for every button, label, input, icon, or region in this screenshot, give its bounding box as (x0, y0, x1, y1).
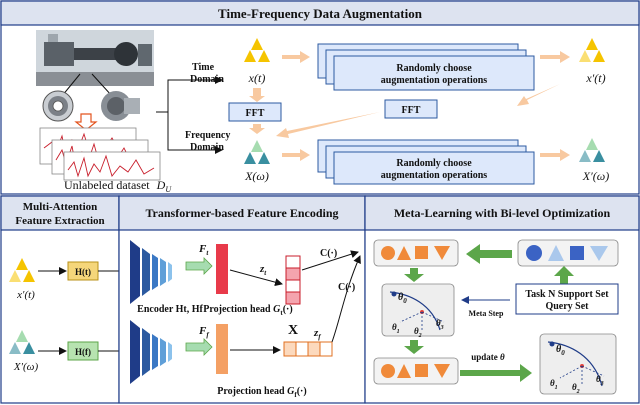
x-omega-label: X(ω) (244, 169, 269, 183)
arrow-to-augment-top (282, 51, 310, 63)
left-panel: Multi-Attention Feature Extraction x′(t)… (0, 195, 129, 404)
svg-text:augmentation operations: augmentation operations (381, 170, 488, 181)
svg-text:θ0: θ0 (398, 292, 407, 305)
top-panel: Time-Frequency Data Augmentation (0, 0, 640, 195)
meta-param-box-top: θ0 θ1 θ2 θ3 (381, 283, 455, 339)
z-f-label: zf (313, 327, 321, 341)
encoder-top-icon (130, 240, 172, 304)
projection-top-label: Projection head Gt(·) (203, 304, 292, 317)
svg-text:Randomly choose: Randomly choose (396, 158, 472, 169)
machine-photo-icon (36, 30, 154, 86)
x-t-label: x(t) (248, 71, 266, 85)
svg-text:Query Set: Query Set (545, 301, 589, 312)
svg-text:H(t): H(t) (75, 267, 91, 277)
left-time-signal-icon (9, 258, 35, 282)
svg-text:Task N Support Set: Task N Support Set (525, 289, 609, 300)
arrow-blue-to-orange (466, 244, 512, 264)
arrow-down-2 (404, 340, 424, 354)
orange-shapes-box (373, 239, 459, 267)
svg-text:θ1: θ1 (392, 322, 400, 335)
f-f-label: Ff (198, 325, 209, 339)
c-lower-label: C(·) (338, 282, 355, 293)
arrow-to-augment-bottom (282, 149, 310, 161)
arrow-to-fft-right (517, 84, 560, 106)
projection-bottom-label: Projection head Gf(·) (217, 386, 306, 399)
right-panel: Meta-Learning with Bi-level Optimization… (364, 195, 640, 404)
svg-text:θ3: θ3 (436, 318, 444, 331)
middle-panel: Transformer-based Feature Encoding Encod… (118, 195, 366, 404)
dataset-label: Unlabeled dataset DU (64, 178, 172, 194)
svg-text:θ3: θ3 (596, 374, 604, 387)
f-t-label: Ft (198, 243, 209, 257)
arrow-fft-to-x-omega (276, 112, 380, 138)
z-f-vector (283, 341, 333, 357)
arrow-down-1 (404, 268, 424, 282)
bearing-icon (42, 90, 74, 122)
left-panel-title-bar (0, 195, 120, 231)
svg-text:H(f): H(f) (75, 347, 91, 357)
arrow-down-to-x-omega (249, 124, 265, 134)
left-x-prime-t-label: x′(t) (16, 289, 35, 301)
svg-text:θ1: θ1 (550, 378, 558, 391)
svg-text:augmentation operations: augmentation operations (381, 75, 488, 86)
z-t-label: zt (259, 263, 267, 277)
x-prime-omega-label: X′(ω) (582, 169, 609, 183)
orange-shapes-box-bottom (373, 357, 459, 385)
arrow-ft (185, 257, 213, 275)
update-theta-label: update θ (471, 352, 505, 362)
fft-box-right (384, 99, 438, 119)
svg-text:θ2: θ2 (414, 326, 422, 339)
arrow-task-to-blue (554, 266, 574, 296)
augment-box-top: Randomly choose augmentation operations (317, 43, 535, 91)
gearbox-icon (101, 91, 140, 121)
arrow-down-fft-left (249, 88, 265, 102)
svg-text:FFT: FFT (246, 108, 265, 119)
left-x-prime-omega-label: X′(ω) (13, 361, 39, 373)
svg-text:FFT: FFT (402, 105, 421, 116)
middle-panel-title: Transformer-based Feature Encoding (145, 206, 338, 220)
x-prime-t-label: x′(t) (585, 71, 605, 85)
domain-bracket (167, 79, 180, 151)
svg-text:θ0: θ0 (556, 344, 565, 357)
meta-step-label: Meta Step (469, 309, 504, 318)
augmented-time-signal-icon (579, 38, 605, 62)
projection-head-bottom (216, 324, 228, 374)
top-panel-title-bar (0, 0, 640, 26)
meta-param-box-bottom: θ0 θ1 θ2 θ3 (539, 333, 617, 395)
blue-shapes-box (517, 239, 619, 267)
encoder-label: Encoder Ht, Hf (137, 304, 203, 315)
left-panel-title-2: Feature Extraction (15, 215, 104, 227)
task-n-box (515, 283, 619, 315)
left-panel-title-1: Multi-Attention (23, 201, 98, 213)
left-frequency-signal-icon (9, 330, 35, 354)
arrow-ff (185, 338, 213, 356)
multiply-symbol: X (288, 323, 298, 338)
right-panel-title-bar (364, 195, 640, 231)
arrow-to-x-prime-omega (540, 149, 570, 161)
top-panel-title: Time-Frequency Data Augmentation (218, 6, 423, 21)
c-upper-label: C(·) (320, 248, 337, 259)
augment-box-bottom: Randomly choose augmentation operations (317, 139, 535, 185)
signal-stack (39, 127, 161, 181)
frequency-signal-icon (244, 140, 270, 164)
projection-head-top (216, 244, 228, 294)
svg-text:θ2: θ2 (572, 382, 580, 395)
arrow-to-x-prime-t (540, 51, 570, 63)
update-theta-arrow (460, 364, 532, 382)
time-signal-icon (244, 38, 270, 62)
augmented-frequency-signal-icon (579, 138, 605, 162)
down-arrow-icon (74, 113, 98, 131)
z-t-vector (285, 255, 301, 305)
right-panel-title: Meta-Learning with Bi-level Optimization (394, 206, 611, 220)
svg-text:Randomly choose: Randomly choose (396, 63, 472, 74)
fft-box-left (228, 102, 282, 122)
encoder-bottom-icon (130, 320, 172, 384)
